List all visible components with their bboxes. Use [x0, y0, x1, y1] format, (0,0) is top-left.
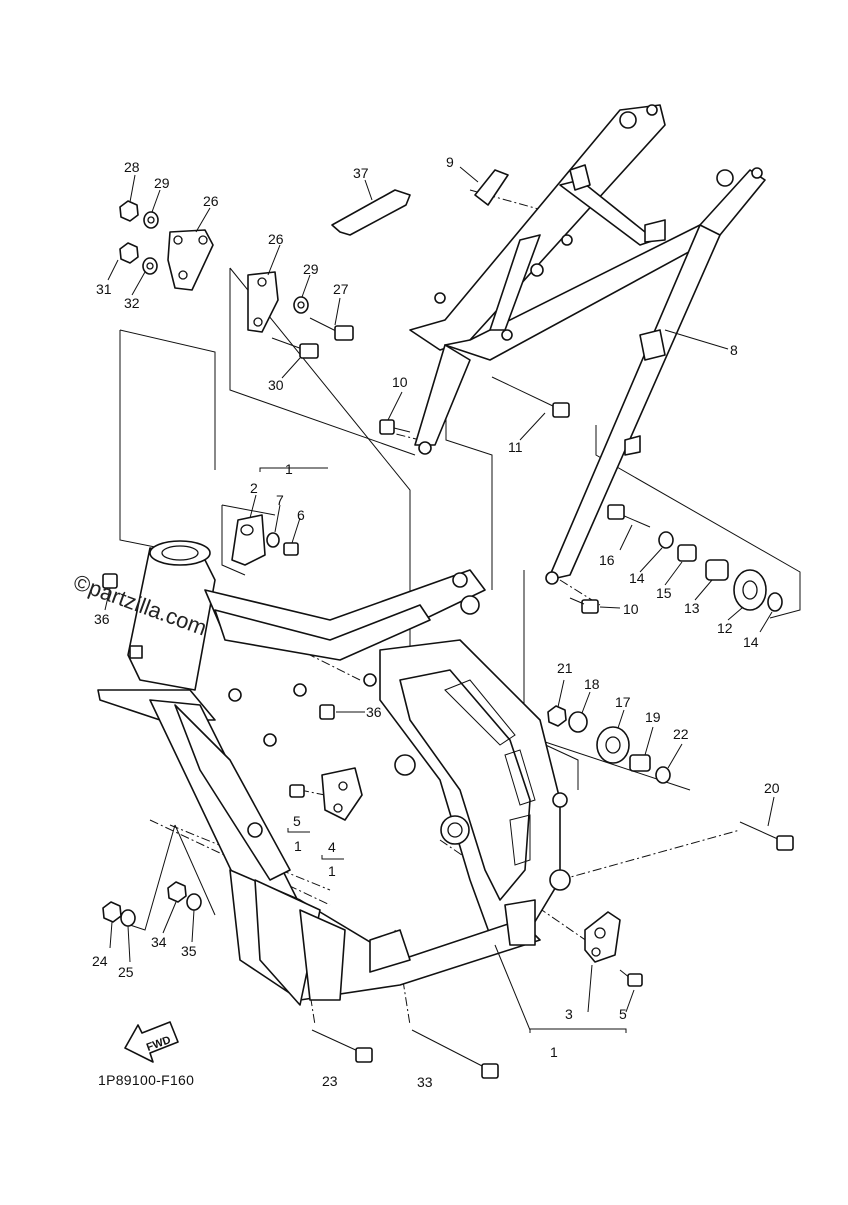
callout-22: 22 [673, 726, 689, 742]
callout-6: 6 [297, 507, 305, 523]
callout-25: 25 [118, 964, 134, 980]
main-frame [97, 540, 571, 1006]
callout-1b: 1 [294, 838, 302, 854]
callout-36: 36 [94, 611, 110, 627]
callout-27: 27 [333, 281, 349, 297]
callout-17: 17 [615, 694, 631, 710]
callout-4: 4 [328, 839, 336, 855]
callout-26: 26 [203, 193, 219, 209]
callout-37: 37 [353, 165, 369, 181]
callout-16: 16 [599, 552, 615, 568]
callout-12: 12 [717, 620, 733, 636]
callout-1c: 1 [328, 863, 336, 879]
small-parts [102, 169, 794, 1079]
callout-14: 14 [629, 570, 645, 586]
callout-36b: 36 [366, 704, 382, 720]
callout-35: 35 [181, 943, 197, 959]
callout-18: 18 [584, 676, 600, 692]
callout-8: 8 [730, 342, 738, 358]
callout-30: 30 [268, 377, 284, 393]
callout-7: 7 [276, 492, 284, 508]
callout-15: 15 [656, 585, 672, 601]
callout-20: 20 [764, 780, 780, 796]
callout-33: 33 [417, 1074, 433, 1090]
callout-19: 19 [645, 709, 661, 725]
callout-29: 29 [154, 175, 170, 191]
callout-29b: 29 [303, 261, 319, 277]
callout-9: 9 [446, 154, 454, 170]
fwd-arrow: FWD [124, 1021, 179, 1063]
callout-34: 34 [151, 934, 167, 950]
callout-21: 21 [557, 660, 573, 676]
callout-23: 23 [322, 1073, 338, 1089]
callout-labels: 28 29 26 31 32 26 29 27 30 37 9 8 10 11 … [92, 154, 780, 1090]
leader-lines [104, 166, 775, 963]
callout-10b: 10 [623, 601, 639, 617]
callout-13: 13 [684, 600, 700, 616]
callout-26b: 26 [268, 231, 284, 247]
callout-5b: 5 [619, 1006, 627, 1022]
callout-1: 1 [285, 461, 293, 477]
callout-31: 31 [96, 281, 112, 297]
callout-1d: 1 [550, 1044, 558, 1060]
callout-14b: 14 [743, 634, 759, 650]
diagram-code: 1P89100-F160 [98, 1072, 194, 1088]
callout-32: 32 [124, 295, 140, 311]
callout-5: 5 [293, 813, 301, 829]
callout-10: 10 [392, 374, 408, 390]
subframe [409, 104, 766, 585]
callout-2: 2 [250, 480, 258, 496]
callout-11: 11 [508, 439, 523, 455]
callout-24: 24 [92, 953, 108, 969]
callout-28: 28 [124, 159, 140, 175]
callout-3: 3 [565, 1006, 573, 1022]
